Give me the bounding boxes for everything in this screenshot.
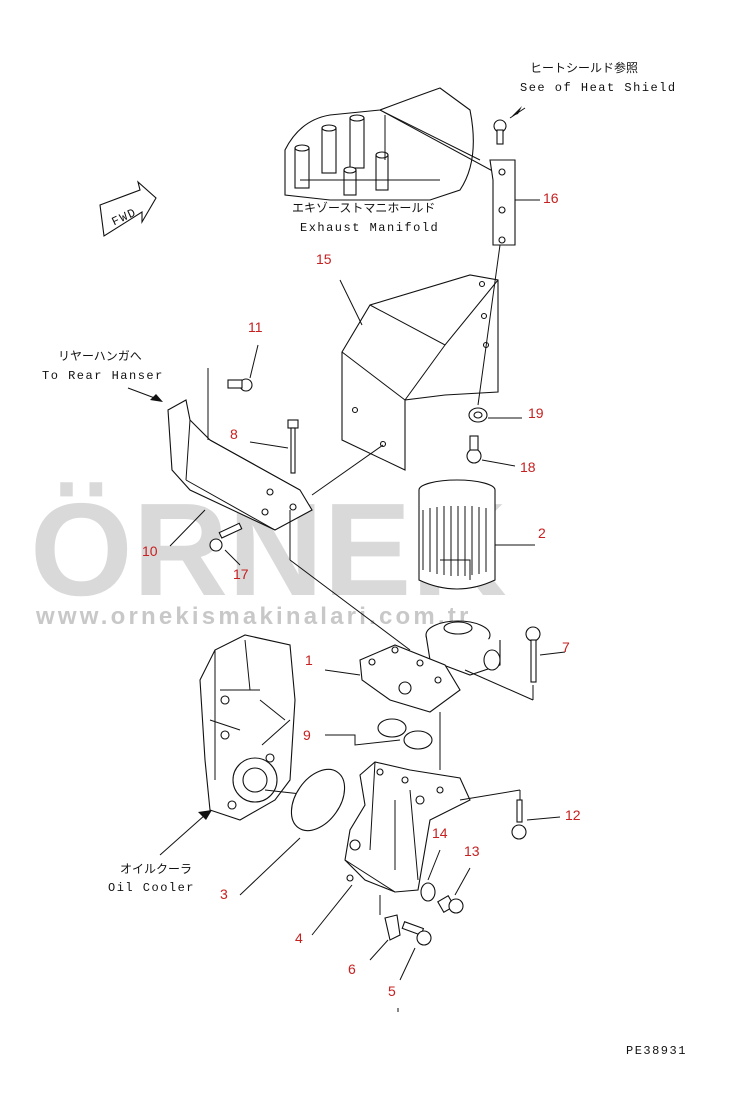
part-number-14: 14 — [432, 825, 448, 841]
bracket-16 — [489, 159, 540, 246]
part-number-12: 12 — [565, 807, 581, 823]
bolt-12 — [511, 799, 561, 840]
exhaust-label-jp: エキゾーストマニホールド — [292, 201, 435, 215]
part-number-11: 11 — [248, 319, 263, 335]
part-number-6: 6 — [348, 961, 356, 977]
drawing-code: PE38931 — [626, 1044, 687, 1058]
clip-6 — [369, 895, 401, 961]
oil-cooler-label-jp: オイルクーラ — [120, 862, 192, 876]
exhaust-label-en: Exhaust Manifold — [300, 221, 439, 235]
washer-14 — [420, 849, 441, 902]
part-numbers: 1 2 3 4 5 6 7 8 9 10 11 12 13 14 15 16 1… — [142, 190, 581, 999]
watermark-url: www.ornekismakinalari.com.tr — [35, 603, 472, 630]
part-number-17: 17 — [233, 566, 249, 582]
bracket-10 — [167, 399, 313, 531]
oil-filter-2 — [418, 479, 535, 590]
oil-cooler-housing — [199, 634, 296, 821]
gaskets-9 — [325, 718, 433, 750]
part-number-13: 13 — [464, 843, 480, 859]
part-number-4: 4 — [295, 930, 303, 946]
part-number-7: 7 — [562, 639, 570, 655]
rear-hanger-label-en: To Rear Hanser — [42, 369, 164, 383]
bolt-7 — [464, 626, 566, 701]
o-ring-3 — [239, 768, 346, 896]
fwd-arrow-icon: FWD — [99, 180, 157, 237]
part-number-1: 1 — [305, 652, 313, 668]
part-number-2: 2 — [538, 525, 546, 541]
heat-shield-label-en: See of Heat Shield — [520, 81, 677, 95]
bolt-5 — [399, 921, 432, 981]
filter-bracket-4 — [311, 761, 471, 936]
plug-13 — [437, 867, 471, 914]
bolt-8 — [249, 419, 299, 474]
adapter-block-1 — [324, 644, 461, 713]
part-number-3: 3 — [220, 886, 228, 902]
part-number-19: 19 — [528, 405, 544, 421]
part-number-9: 9 — [303, 727, 311, 743]
rear-hanger-label-jp: リヤーハンガへ — [58, 349, 142, 363]
bolt-top-icon — [493, 119, 507, 145]
oil-cooler-label-en: Oil Cooler — [108, 881, 195, 895]
heat-shield-label-jp: ヒートシールド参照 — [530, 60, 638, 75]
part-number-18: 18 — [520, 459, 536, 475]
part-number-5: 5 — [388, 983, 396, 999]
part-number-10: 10 — [142, 543, 158, 559]
exhaust-manifold-drawing — [284, 87, 481, 201]
part-number-16: 16 — [543, 190, 559, 206]
part-number-15: 15 — [316, 251, 332, 267]
bolt-18 — [466, 435, 516, 467]
bolt-11 — [227, 344, 259, 392]
part-number-8: 8 — [230, 426, 238, 442]
heat-shield-15 — [341, 274, 499, 471]
bolt-17 — [209, 522, 243, 566]
washer-19 — [468, 407, 522, 423]
